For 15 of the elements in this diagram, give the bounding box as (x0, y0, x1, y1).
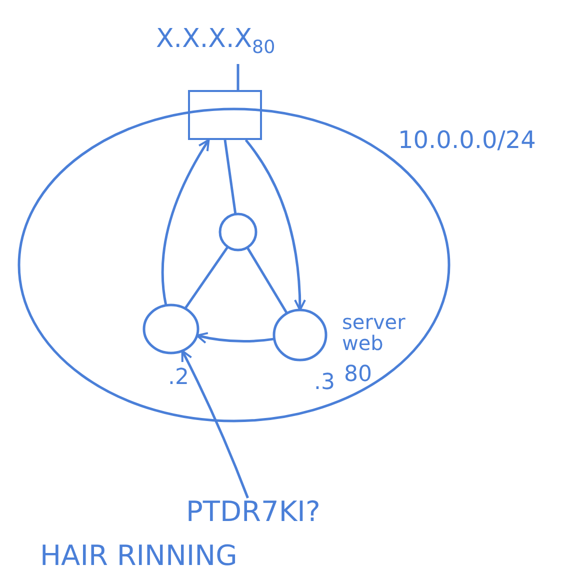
connector-line (236, 64, 240, 90)
arrow (181, 350, 249, 498)
ip-address-label: X.X.X.X$_{80}$ (156, 26, 276, 58)
connector-line (246, 246, 288, 314)
subnet-label: 10.0.0.0/24 (398, 128, 536, 152)
question-label: PTDR7KI? (186, 498, 320, 526)
host-label: .3 (314, 372, 335, 394)
arrow (161, 139, 210, 306)
connector-line (184, 246, 229, 310)
arrow (244, 139, 306, 311)
connector-line (224, 140, 237, 214)
note-label: HAIR RINNING (40, 542, 238, 570)
host-label: 80 (344, 364, 372, 386)
host-label: .2 (168, 367, 189, 389)
arrow (196, 332, 274, 344)
